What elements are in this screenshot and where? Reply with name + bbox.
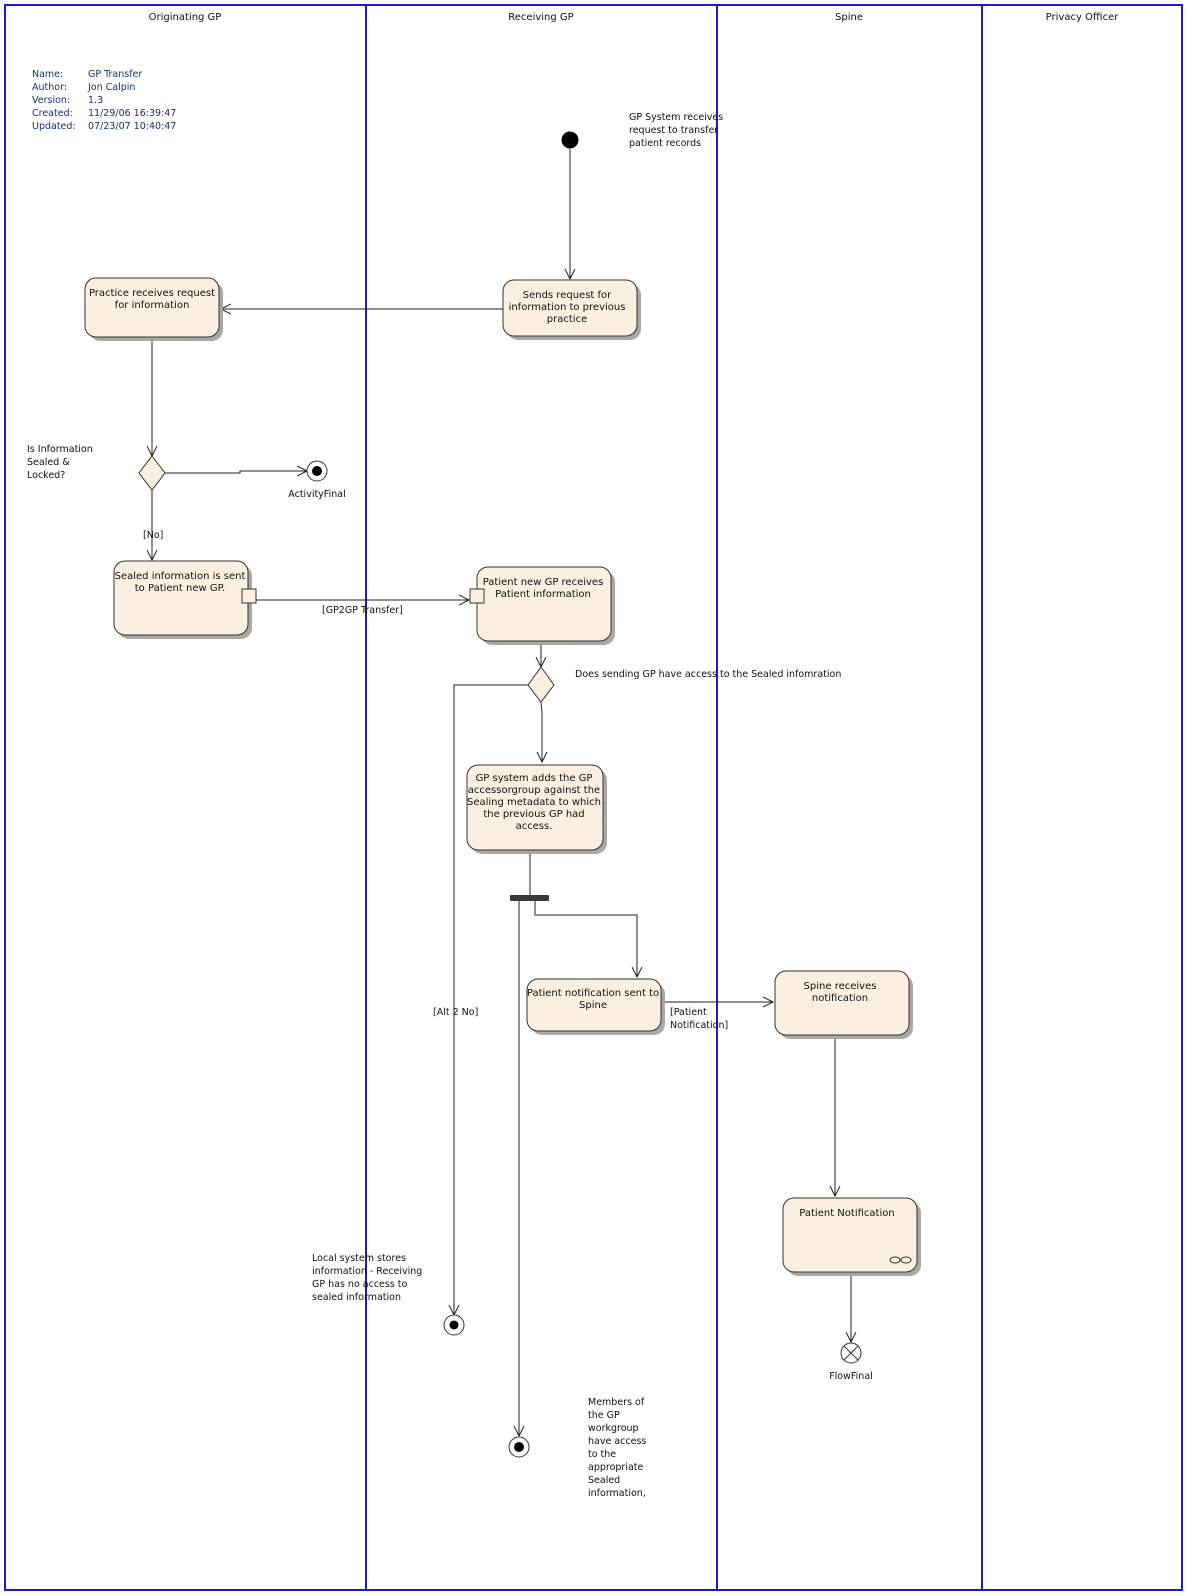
note-line: to the bbox=[588, 1449, 616, 1460]
note-line: workgroup bbox=[588, 1423, 639, 1434]
lane-title-originating-gp: Originating GP bbox=[149, 12, 222, 23]
diagram-metadata: Name: Author: Version: Created: Updated:… bbox=[32, 69, 176, 132]
activity-label: notification bbox=[812, 993, 868, 1004]
activity-box bbox=[774, 970, 910, 1036]
flow-final-node bbox=[840, 1342, 862, 1364]
meta-value-name: GP Transfer bbox=[88, 69, 142, 80]
activity-label: Practice receives request bbox=[89, 288, 215, 299]
meta-label: Updated: bbox=[32, 121, 76, 132]
activity-notification-sent: Patient notification sent to Spine bbox=[526, 978, 665, 1035]
lane-title-privacy-officer: Privacy Officer bbox=[1046, 12, 1120, 23]
activity-box bbox=[502, 279, 638, 337]
activity-new-gp-receives: Patient new GP receives Patient informat… bbox=[469, 566, 615, 645]
initial-node bbox=[561, 131, 579, 149]
note-line: GP has no access to bbox=[312, 1279, 408, 1290]
activity-label: Patient new GP receives bbox=[483, 577, 604, 588]
activity-box bbox=[466, 764, 604, 851]
note-line: Sealed & bbox=[27, 457, 70, 468]
decision-access-sealed bbox=[527, 666, 555, 703]
note-line: appropriate bbox=[588, 1462, 644, 1473]
lane-title-spine: Spine bbox=[835, 12, 863, 23]
activity-final-node-local bbox=[443, 1314, 465, 1336]
note-line: information - Receiving bbox=[312, 1266, 422, 1277]
activity-label: accessorgroup against the bbox=[468, 785, 600, 796]
note-start: GP System receives request to transfer p… bbox=[629, 112, 723, 149]
flow-edges bbox=[152, 149, 851, 1436]
flow-edge bbox=[165, 471, 307, 473]
meta-label: Author: bbox=[32, 82, 67, 93]
activity-gp-adds: GP system adds the GP accessorgroup agai… bbox=[466, 764, 607, 854]
subactivity-icon bbox=[889, 1256, 912, 1264]
note-sealed-locked: Is Information Sealed & Locked? bbox=[27, 444, 93, 481]
activity-label: Patient Notification bbox=[799, 1208, 894, 1219]
activity-sealed-sent: Sealed information is sent to Patient ne… bbox=[113, 560, 257, 639]
decision-sealed-locked bbox=[138, 455, 166, 491]
meta-value-version: 1.3 bbox=[88, 95, 103, 106]
note-line: Local system stores bbox=[312, 1253, 406, 1264]
guard-gp2gp-transfer: [GP2GP Transfer] bbox=[322, 605, 403, 616]
activity-label: for information bbox=[115, 300, 190, 311]
activity-label: the previous GP had bbox=[483, 809, 584, 820]
activity-spine-receives: Spine receives notification bbox=[774, 970, 913, 1039]
note-line: information, bbox=[588, 1488, 646, 1499]
activity-box bbox=[782, 1197, 918, 1273]
note-line: the GP bbox=[588, 1410, 620, 1421]
input-pin bbox=[469, 588, 485, 604]
activity-label: Sealing metadata to which bbox=[467, 797, 601, 808]
activity-label: access. bbox=[516, 821, 553, 832]
note-line: GP System receives bbox=[629, 112, 723, 123]
activity-label: Patient information bbox=[495, 589, 591, 600]
meta-value-created: 11/29/06 16:39:47 bbox=[88, 108, 176, 119]
diagram-frame bbox=[4, 4, 1183, 1591]
activity-label: to Patient new GP. bbox=[135, 583, 225, 594]
activity-sends-request: Sends request for information to previou… bbox=[502, 279, 641, 340]
activity-box bbox=[476, 566, 612, 642]
activity-practice-receives: Practice receives request for informatio… bbox=[84, 277, 223, 341]
guard-alt-2-no: [Alt 2 No] bbox=[433, 1007, 478, 1018]
flow-edge bbox=[541, 701, 542, 762]
note-line: patient records bbox=[629, 138, 701, 149]
activity-label: GP system adds the GP bbox=[476, 773, 593, 784]
meta-label: Name: bbox=[32, 69, 63, 80]
activity-label: Sends request for bbox=[523, 290, 612, 301]
activity-box bbox=[526, 978, 662, 1032]
guard-no: [No] bbox=[143, 530, 163, 541]
fork-bar bbox=[510, 895, 549, 901]
activity-final-node bbox=[306, 460, 328, 482]
activity-label: Sealed information is sent bbox=[115, 571, 246, 582]
activity-final-label: ActivityFinal bbox=[288, 489, 345, 500]
activity-label: information to previous bbox=[509, 302, 626, 313]
note-line: sealed information bbox=[312, 1292, 401, 1303]
note-line: request to transfer bbox=[629, 125, 718, 136]
activity-final-node-members bbox=[508, 1436, 530, 1458]
activity-patient-notification: Patient Notification bbox=[782, 1197, 921, 1276]
meta-label: Created: bbox=[32, 108, 73, 119]
note-line: Is Information bbox=[27, 444, 93, 455]
activity-label: Spine bbox=[579, 1000, 607, 1011]
note-members: Members of the GP workgroup have access … bbox=[588, 1397, 646, 1499]
flow-edge bbox=[534, 901, 637, 977]
note-local-system: Local system stores information - Receiv… bbox=[312, 1253, 422, 1303]
note-line: Members of bbox=[588, 1397, 645, 1408]
activity-label: Spine receives bbox=[804, 981, 877, 992]
flow-final-label: FlowFinal bbox=[829, 1371, 873, 1382]
note-line: Sealed bbox=[588, 1475, 620, 1486]
note-line: Locked? bbox=[27, 470, 65, 481]
guard-patient-notification: Notification] bbox=[670, 1020, 728, 1031]
guard-patient-notification: [Patient bbox=[670, 1007, 707, 1018]
meta-value-updated: 07/23/07 10:40:47 bbox=[88, 121, 176, 132]
note-line: have access bbox=[588, 1436, 646, 1447]
meta-label: Version: bbox=[32, 95, 70, 106]
swimlanes: Originating GP Receiving GP Spine Privac… bbox=[4, 4, 1183, 1591]
meta-value-author: Jon Calpin bbox=[87, 82, 135, 93]
lane-title-receiving-gp: Receiving GP bbox=[508, 12, 573, 23]
activity-box bbox=[84, 277, 220, 338]
flow-edge bbox=[454, 684, 528, 1315]
activity-label: practice bbox=[547, 314, 587, 325]
output-pin bbox=[241, 588, 257, 604]
note-access-sealed: Does sending GP have access to the Seale… bbox=[575, 669, 841, 680]
activity-label: Patient notification sent to bbox=[527, 988, 659, 999]
